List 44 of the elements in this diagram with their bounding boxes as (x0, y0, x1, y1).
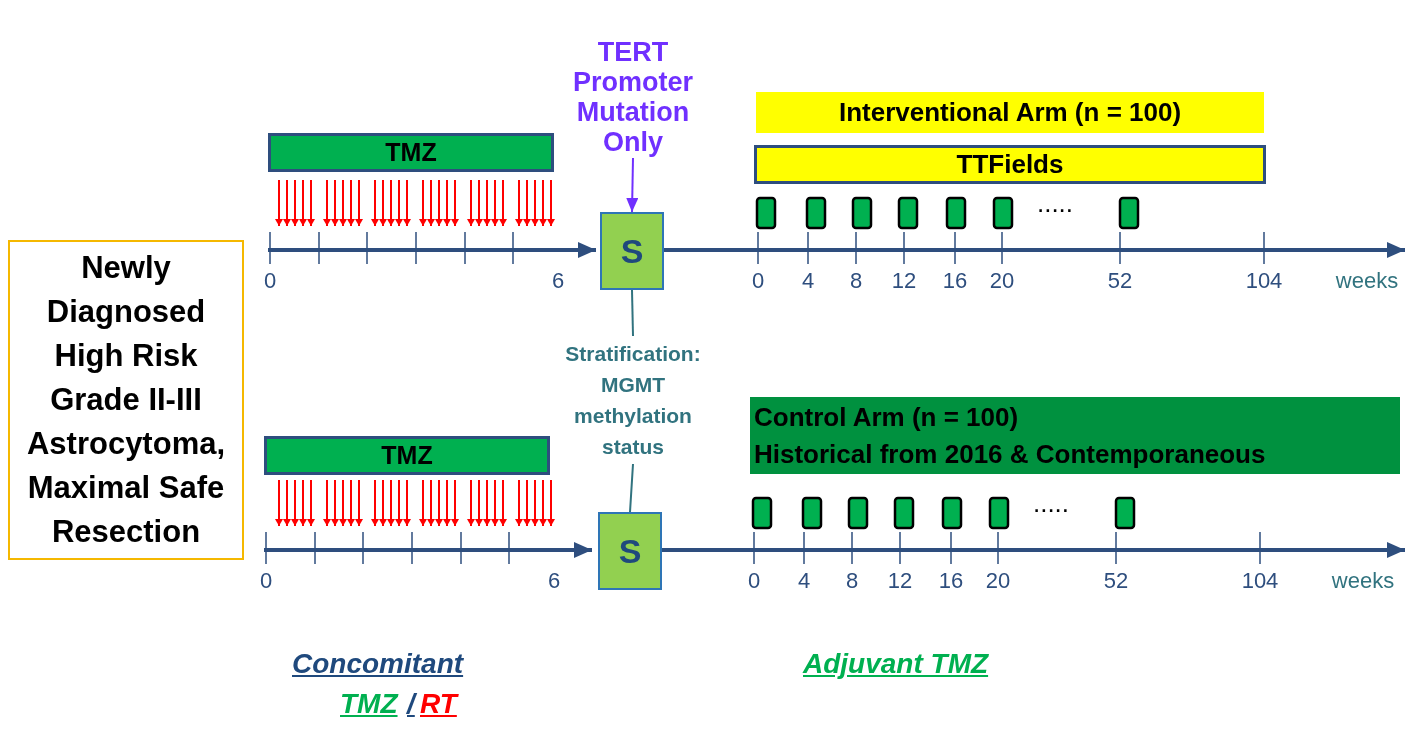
stratification-note: Stratification: MGMT methylation status (553, 336, 713, 464)
treatment-bar: TMZ (264, 436, 550, 475)
tick-label: 0 (263, 268, 277, 294)
axis-unit-label: weeks (1331, 568, 1395, 594)
phase-caption: TMZ (340, 688, 398, 720)
randomization-box: S (600, 212, 664, 290)
tick-label: 4 (801, 268, 815, 294)
tick-label: 0 (751, 268, 765, 294)
connector-line (631, 289, 634, 337)
tick-label: 16 (938, 568, 964, 594)
tick-label: 104 (1245, 268, 1283, 294)
treatment-bar: TMZ (268, 133, 554, 172)
ellipsis-text: ..... (1032, 488, 1070, 519)
tick-label: 6 (547, 568, 561, 594)
connector-line (629, 463, 634, 513)
tick-label: 8 (849, 268, 863, 294)
eligibility-note: TERT Promoter Mutation Only (558, 36, 708, 158)
tick-label: 4 (797, 568, 811, 594)
phase-caption: Concomitant (292, 648, 464, 680)
tick-label: 20 (985, 568, 1011, 594)
study-arm-band (750, 397, 1400, 474)
tick-label: 52 (1103, 568, 1129, 594)
treatment-bar: TTFields (754, 145, 1266, 184)
axis-unit-label: weeks (1335, 268, 1399, 294)
phase-caption: RT (420, 688, 457, 720)
arm-title: Control Arm (n = 100) (754, 400, 1020, 434)
study-arm-band: Interventional Arm (n = 100) (756, 92, 1264, 133)
tick-label: 16 (942, 268, 968, 294)
ellipsis-text: ..... (1036, 188, 1074, 219)
tick-label: 0 (259, 568, 273, 594)
tick-label: 104 (1241, 568, 1279, 594)
patient-box: Newly Diagnosed High Risk Grade II-III Astrocytoma, Maximal Safe Resection (8, 240, 244, 560)
tick-label: 20 (989, 268, 1015, 294)
tick-label: 6 (551, 268, 565, 294)
phase-caption: / (407, 688, 415, 720)
randomization-box: S (598, 512, 662, 590)
tick-label: 8 (845, 568, 859, 594)
phase-caption: Adjuvant TMZ (803, 648, 989, 680)
tick-label: 52 (1107, 268, 1133, 294)
connector-line (626, 157, 639, 213)
tick-label: 0 (747, 568, 761, 594)
tick-label: 12 (887, 568, 913, 594)
arm-description: Historical from 2016 & Contemporaneous (754, 437, 1267, 471)
tick-label: 12 (891, 268, 917, 294)
